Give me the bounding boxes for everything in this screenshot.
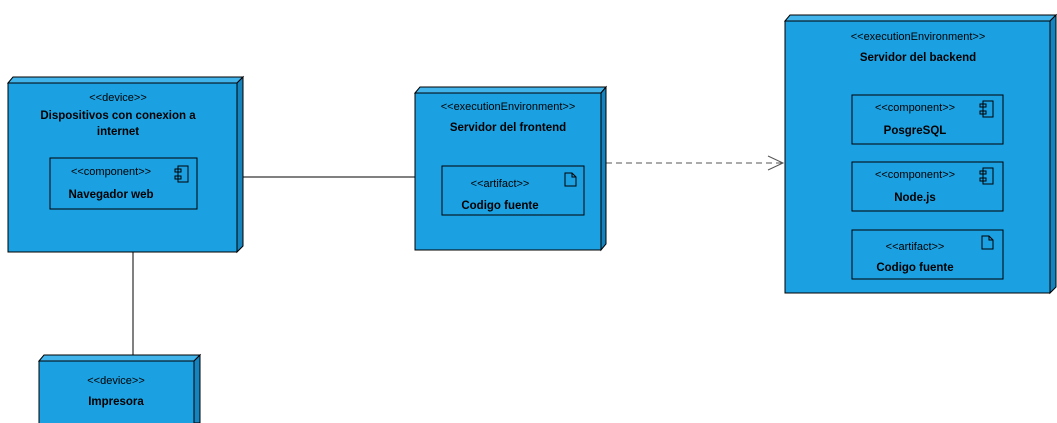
node-impresora[interactable]: <<device>> Impresora: [37, 353, 202, 423]
artifact-icon: [564, 172, 577, 187]
component-name: Node.js: [894, 192, 936, 204]
node-frontend[interactable]: <<executionEnvironment>> Servidor del fr…: [413, 85, 608, 252]
component-nodejs[interactable]: <<component>> Node.js: [851, 161, 1004, 212]
node-stereotype: <<executionEnvironment>>: [851, 31, 986, 43]
component-icon: [174, 165, 189, 183]
node-title: Servidor del frontend: [450, 122, 566, 134]
artifact-codigo-fuente-frontend[interactable]: <<artifact>> Codigo fuente: [441, 165, 585, 216]
artifact-name: Codigo fuente: [461, 200, 538, 212]
artifact-name: Codigo fuente: [876, 262, 953, 274]
component-stereotype: <<component>>: [875, 169, 955, 181]
artifact-icon: [981, 235, 994, 250]
artifact-stereotype: <<artifact>>: [471, 178, 530, 190]
component-stereotype: <<component>>: [875, 102, 955, 114]
component-icon: [979, 167, 994, 185]
component-stereotype: <<component>>: [71, 166, 151, 178]
node-stereotype: <<device>>: [89, 92, 147, 104]
component-icon: [979, 100, 994, 118]
component-name: PosgreSQL: [884, 125, 947, 137]
component-posgresql[interactable]: <<component>> PosgreSQL: [851, 94, 1004, 145]
artifact-codigo-fuente-backend[interactable]: <<artifact>> Codigo fuente: [851, 229, 1004, 280]
artifact-stereotype: <<artifact>>: [886, 241, 945, 253]
node-backend[interactable]: <<executionEnvironment>> Servidor del ba…: [783, 13, 1057, 295]
node-stereotype: <<executionEnvironment>>: [441, 101, 576, 113]
component-name: Navegador web: [69, 189, 154, 201]
node-stereotype: <<device>>: [87, 375, 145, 387]
node-title-line2: internet: [97, 126, 139, 138]
component-navegador-web[interactable]: <<component>> Navegador web: [49, 157, 198, 210]
dependency-frontend-backend[interactable]: [606, 155, 785, 171]
node-dispositivos[interactable]: <<device>> Dispositivos con conexion a i…: [6, 75, 245, 254]
node-title: Servidor del backend: [860, 52, 976, 64]
node-title: Dispositivos con conexion a: [40, 110, 196, 122]
node-title: Impresora: [88, 396, 144, 408]
